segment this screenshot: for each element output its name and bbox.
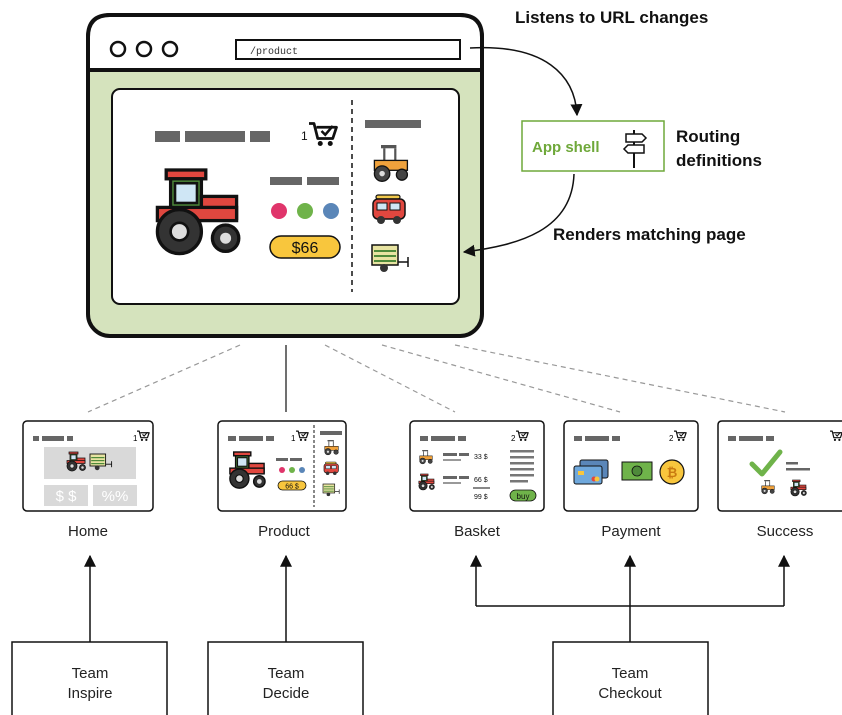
team-box-inspire: Team Inspire [11,641,168,715]
bus-icon [323,461,339,476]
page-card-payment[interactable]: 2 ₿ [563,420,699,512]
product-cart-count: 1 [291,434,296,443]
team-checkout-line2: Checkout [598,685,662,702]
listens-arrow [469,46,583,117]
team-box-checkout: Team Checkout [552,641,709,715]
window-control-3[interactable] [161,40,179,58]
page-label-success: Success [757,523,814,540]
home-cart-count: 1 [133,434,138,443]
credit-card-icon[interactable] [573,459,609,485]
team-inspire-line2: Inspire [67,685,112,702]
cash-icon[interactable] [621,461,653,481]
checkmark-icon [749,449,783,477]
team-decide-line1: Team [268,665,305,682]
product-price: 66 $ [285,484,299,491]
team-box-decide: Team Decide [207,641,364,715]
basket-cart-count: 2 [511,434,516,443]
listens-label: Listens to URL changes [515,8,708,27]
renders-arrow [462,173,575,257]
page-label-basket: Basket [454,523,501,540]
bus-icon[interactable] [372,194,406,225]
page-card-home[interactable]: 1 $ $ %% [22,420,154,512]
color-option-green[interactable] [297,203,313,219]
price-text: $66 [292,240,319,257]
page-label-payment: Payment [601,523,661,540]
routing-line-2: definitions [676,151,762,170]
price-badge[interactable] [269,235,341,259]
app-shell-box: App shell [521,120,665,172]
window-control-2[interactable] [135,40,153,58]
team-decide-line2: Decide [263,685,310,702]
basket-price-1: 33 $ [474,454,488,461]
home-discount-2: %% [102,488,129,505]
color-option-blue[interactable] [323,203,339,219]
app-shell-label: App shell [532,139,600,156]
page-connectors [87,344,786,413]
page-card-success[interactable] [717,420,842,512]
url-text: /product [250,46,298,58]
page-card-basket[interactable]: 2 33 $ 66 $ 99 $ buy [409,420,545,512]
page-label-product: Product [258,523,311,540]
svg-text:₿: ₿ [667,466,678,481]
page-label-home: Home [68,523,108,540]
routing-line-1: Routing [676,127,740,146]
bitcoin-icon[interactable]: ₿ [659,459,685,485]
cart-count: 1 [301,129,308,143]
url-bar[interactable] [235,39,461,60]
home-discount-1: $ $ [56,488,78,505]
basket-price-2: 66 $ [474,477,488,484]
team-ownership-arrows [84,554,790,642]
buy-button[interactable] [509,489,537,502]
buy-button-label: buy [517,492,530,501]
window-control-1[interactable] [109,40,127,58]
team-inspire-line1: Team [72,665,109,682]
page-card-product[interactable]: 1 66 $ [217,420,347,512]
payment-cart-count: 2 [669,434,674,443]
basket-total: 99 $ [474,494,488,501]
signpost-icon [622,130,648,168]
browser-window: /product 1 $66 [86,13,484,338]
renders-label: Renders matching page [553,225,746,244]
team-checkout-line1: Team [612,665,649,682]
color-option-pink[interactable] [271,203,287,219]
